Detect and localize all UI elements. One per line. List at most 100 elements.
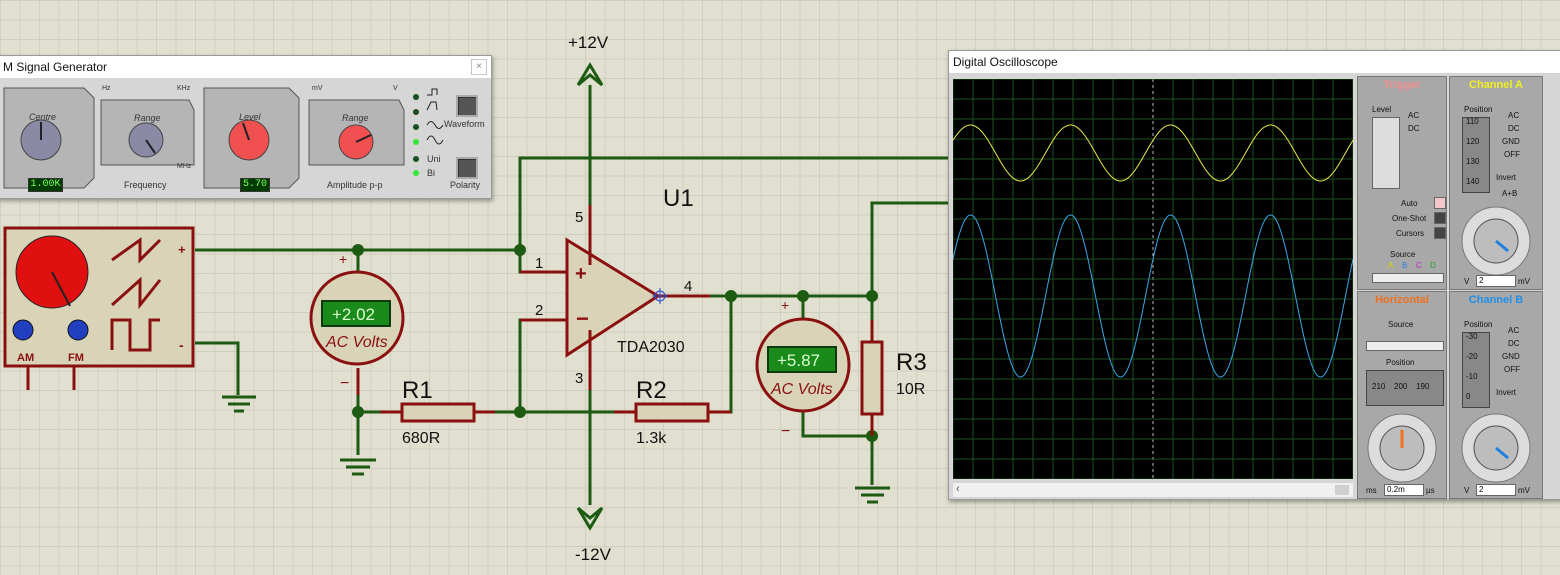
trigger-section: Trigger Level AC DC Auto One-Shot Cursor… — [1357, 76, 1447, 290]
channel-a-trace — [952, 124, 1354, 182]
timebase-knob[interactable] — [1358, 408, 1446, 490]
scroll-left-icon[interactable]: ‹ — [956, 483, 960, 495]
pin-2-label: 2 — [535, 302, 543, 319]
scope-display — [952, 78, 1354, 480]
source-a-label: A — [1388, 261, 1394, 270]
scope-horizontal-scrollbar[interactable]: ‹ — [953, 483, 1353, 497]
ch-a-unit-v: V — [1464, 277, 1470, 286]
gen-am-label: AM — [17, 352, 34, 364]
channel-a-section: Channel A Position 110 120 130 140 AC DC… — [1449, 76, 1543, 290]
signal-generator-window[interactable]: M Signal Generator × 1.00K 5.70 Centre R… — [0, 55, 492, 199]
h-pos-tick-3: 190 — [1416, 382, 1430, 391]
channel-a-scale-knob[interactable] — [1450, 199, 1542, 289]
trigger-level-slider[interactable] — [1372, 117, 1400, 189]
uni-led[interactable] — [413, 156, 419, 162]
pin-5-label: 5 — [575, 209, 583, 226]
r1-ref: R1 — [402, 377, 433, 404]
voltmeter-1-reading: +2.02 — [332, 305, 375, 324]
supply-neg-label: -12V — [575, 545, 612, 564]
channel-a-position-slider[interactable] — [1462, 117, 1490, 193]
waveform-sine-led[interactable] — [413, 139, 419, 145]
bi-label: Bi — [427, 168, 436, 178]
scroll-thumb[interactable] — [1335, 485, 1349, 495]
pin-1-label: 1 — [535, 255, 543, 272]
ch-a-gnd-label: GND — [1502, 137, 1520, 146]
signal-generator-component[interactable] — [3, 226, 195, 390]
cursors-button[interactable] — [1434, 227, 1446, 239]
supply-neg-terminal — [576, 506, 604, 531]
waveform-tri-led[interactable] — [413, 124, 419, 130]
ch-b-off-label: OFF — [1504, 365, 1520, 374]
horizontal-source-slider[interactable] — [1366, 341, 1444, 351]
level-label: Level — [239, 112, 261, 122]
h-pos-tick-2: 200 — [1394, 382, 1408, 391]
horizontal-position-slider[interactable] — [1366, 370, 1444, 406]
waveform-button[interactable] — [456, 95, 478, 117]
close-icon[interactable]: × — [471, 59, 487, 75]
r3-value: 10R — [896, 381, 925, 398]
r1-value: 680R — [402, 430, 440, 447]
resistor-r2[interactable] — [614, 402, 731, 423]
voltmeter-1-label: AC Volts — [325, 334, 388, 351]
signal-generator-panel — [3, 87, 444, 189]
junction-dots — [352, 244, 878, 442]
channel-a-position-label: Position — [1464, 105, 1493, 114]
resistor-r1[interactable] — [380, 402, 495, 423]
voltmeter-2[interactable]: + − — [755, 297, 851, 440]
ch-b-pos-tick-1: -30 — [1466, 332, 1478, 341]
trigger-source-slider[interactable] — [1372, 273, 1444, 283]
voltmeter-1[interactable]: + − — [309, 251, 405, 395]
ch-b-unit-v: V — [1464, 486, 1470, 495]
svg-text:+: + — [575, 263, 587, 285]
waveform-saw-led[interactable] — [413, 109, 419, 115]
h-unit-us: µs — [1426, 486, 1435, 495]
gen-fm-label: FM — [68, 352, 84, 364]
scope-grid — [952, 78, 1354, 480]
frequency-label: Frequency — [124, 180, 167, 190]
bi-led[interactable] — [413, 170, 419, 176]
polarity-button[interactable] — [456, 157, 478, 179]
trigger-oneshot-label: One-Shot — [1392, 214, 1427, 223]
trigger-source-label: Source — [1390, 250, 1416, 259]
signal-generator-title: M Signal Generator — [3, 60, 108, 74]
auto-button[interactable] — [1434, 197, 1446, 209]
timebase-field[interactable]: 0.2m — [1384, 484, 1424, 496]
r2-value: 1.3k — [636, 430, 667, 447]
khz-label: KHz — [177, 85, 191, 92]
waveform-square-led[interactable] — [413, 94, 419, 100]
amplitude-label: Amplitude p-p — [327, 180, 383, 190]
ch-a-scale-field[interactable]: 2 — [1476, 275, 1516, 287]
svg-text:+: + — [781, 297, 789, 313]
channel-b-scale-knob[interactable] — [1450, 408, 1542, 490]
supply-pos-terminal — [576, 62, 604, 87]
horizontal-section: Horizontal Source Position 210 200 190 m… — [1357, 291, 1447, 499]
ch-b-pos-tick-4: 0 — [1466, 392, 1471, 401]
opamp-ref: U1 — [663, 185, 694, 212]
opamp-u1[interactable]: + − — [520, 205, 710, 390]
svg-text:−: − — [576, 306, 589, 331]
channel-b-position-label: Position — [1464, 320, 1493, 329]
channel-b-section: Channel B Position -30 -20 -10 0 AC DC G… — [1449, 291, 1543, 499]
trigger-ac-label: AC — [1408, 111, 1420, 120]
horizontal-title: Horizontal — [1375, 294, 1429, 306]
source-c-label: C — [1416, 261, 1422, 270]
pin-4-label: 4 — [684, 278, 692, 295]
gen-plus-label: + — [178, 242, 186, 257]
channel-b-trace — [952, 214, 1354, 378]
ch-a-dc-label: DC — [1508, 124, 1520, 133]
range1-label: Range — [134, 113, 161, 123]
signal-generator-titlebar[interactable]: M Signal Generator × — [0, 56, 491, 78]
ch-b-ac-label: AC — [1508, 326, 1520, 335]
oscilloscope-window[interactable]: Digital Oscilloscope ‹ Trigger Level AC … — [948, 50, 1560, 500]
trigger-auto-label: Auto — [1401, 199, 1418, 208]
horizontal-source-label: Source — [1388, 320, 1414, 329]
ch-b-scale-field[interactable]: 2 — [1476, 484, 1516, 496]
oneshot-button[interactable] — [1434, 212, 1446, 224]
svg-text:−: − — [781, 423, 790, 440]
ground-symbols — [222, 395, 890, 504]
oscilloscope-titlebar[interactable]: Digital Oscilloscope — [949, 51, 1560, 73]
resistor-r3[interactable] — [860, 320, 884, 436]
ch-a-invert-label: Invert — [1496, 173, 1517, 182]
channel-b-position-slider[interactable] — [1462, 332, 1490, 408]
